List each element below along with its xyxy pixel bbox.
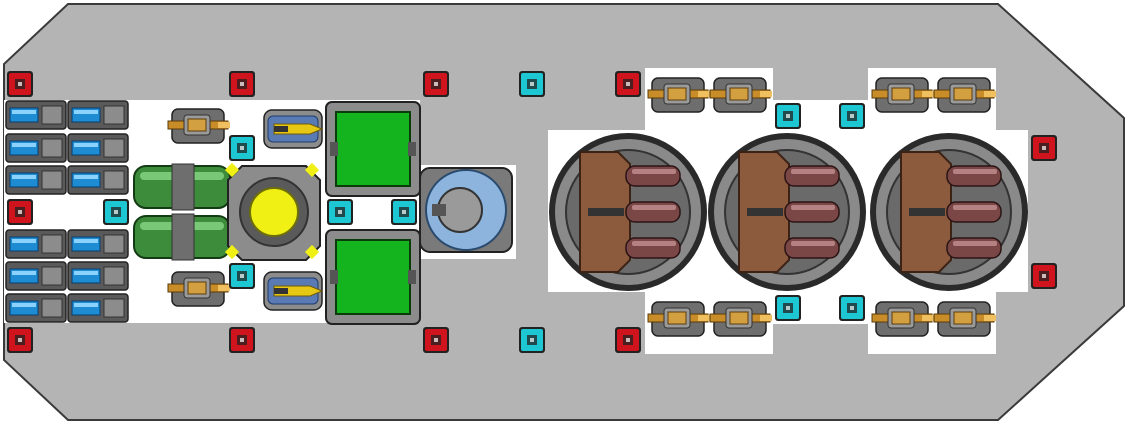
cyan-connector-node-icon[interactable]: [839, 295, 865, 321]
green-storage-panel-icon[interactable]: [325, 229, 421, 325]
red-power-node-icon[interactable]: [1031, 135, 1057, 161]
red-power-node-icon[interactable]: [615, 71, 641, 97]
autocannon-icon[interactable]: [871, 301, 934, 337]
heavy-triple-cannon-turret-icon[interactable]: [549, 133, 707, 291]
red-power-node-icon[interactable]: [229, 327, 255, 353]
red-power-node-icon[interactable]: [229, 71, 255, 97]
battery-cell-icon[interactable]: [67, 165, 129, 195]
battery-cell-icon[interactable]: [5, 133, 67, 163]
autocannon-icon[interactable]: [647, 301, 710, 337]
cyan-connector-node-icon[interactable]: [839, 103, 865, 129]
battery-cell-icon[interactable]: [5, 165, 67, 195]
battery-cell-icon[interactable]: [5, 293, 67, 323]
cyan-connector-node-icon[interactable]: [775, 295, 801, 321]
autocannon-icon[interactable]: [871, 77, 934, 113]
red-power-node-icon[interactable]: [1031, 263, 1057, 289]
autocannon-icon[interactable]: [709, 77, 772, 113]
cyan-connector-node-icon[interactable]: [519, 71, 545, 97]
cyan-connector-node-icon[interactable]: [775, 103, 801, 129]
red-power-node-icon[interactable]: [423, 327, 449, 353]
battery-cell-icon[interactable]: [5, 100, 67, 130]
red-power-node-icon[interactable]: [7, 327, 33, 353]
cyan-connector-node-icon[interactable]: [229, 135, 255, 161]
autocannon-icon[interactable]: [933, 301, 996, 337]
heavy-triple-cannon-turret-icon[interactable]: [870, 133, 1028, 291]
battery-cell-icon[interactable]: [5, 261, 67, 291]
fuel-tank-icon[interactable]: [133, 163, 231, 261]
autocannon-icon[interactable]: [167, 271, 230, 307]
red-power-node-icon[interactable]: [615, 327, 641, 353]
missile-launcher-icon[interactable]: [263, 271, 324, 311]
battery-cell-icon[interactable]: [67, 100, 129, 130]
green-storage-panel-icon[interactable]: [325, 101, 421, 197]
red-power-node-icon[interactable]: [423, 71, 449, 97]
heavy-triple-cannon-turret-icon[interactable]: [708, 133, 866, 291]
autocannon-icon[interactable]: [647, 77, 710, 113]
battery-cell-icon[interactable]: [5, 229, 67, 259]
reactor-core-icon[interactable]: [224, 162, 321, 261]
red-power-node-icon[interactable]: [7, 71, 33, 97]
cyan-connector-node-icon[interactable]: [229, 263, 255, 289]
battery-cell-icon[interactable]: [67, 293, 129, 323]
cyan-connector-node-icon[interactable]: [519, 327, 545, 353]
cyan-connector-node-icon[interactable]: [103, 199, 129, 225]
missile-launcher-icon[interactable]: [263, 109, 324, 149]
cyan-connector-node-icon[interactable]: [327, 199, 353, 225]
shield-generator-icon[interactable]: [419, 167, 513, 253]
autocannon-icon[interactable]: [709, 301, 772, 337]
autocannon-icon[interactable]: [933, 77, 996, 113]
battery-cell-icon[interactable]: [67, 229, 129, 259]
battery-cell-icon[interactable]: [67, 133, 129, 163]
cyan-connector-node-icon[interactable]: [391, 199, 417, 225]
autocannon-icon[interactable]: [167, 108, 230, 144]
red-power-node-icon[interactable]: [7, 199, 33, 225]
battery-cell-icon[interactable]: [67, 261, 129, 291]
